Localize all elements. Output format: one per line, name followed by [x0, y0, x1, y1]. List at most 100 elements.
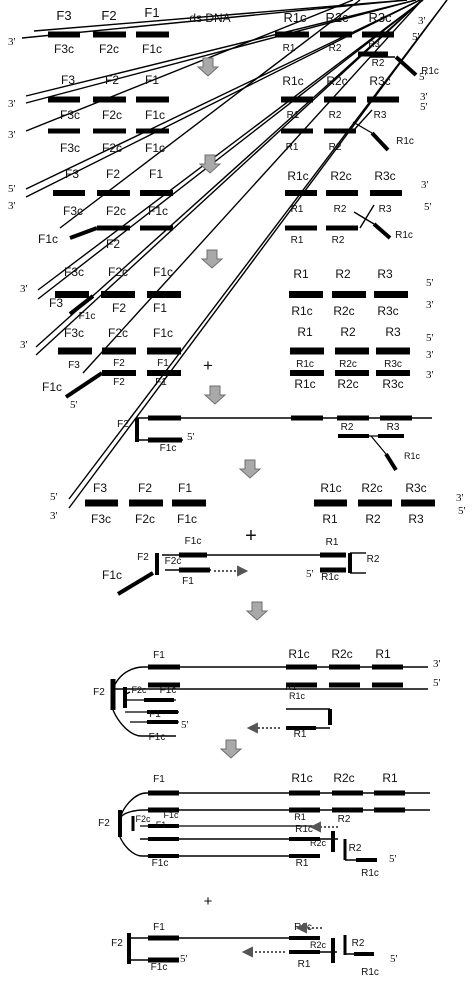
region-label: R1c: [361, 868, 379, 879]
region-label: F3c: [64, 265, 84, 279]
primer-region-block: [179, 552, 207, 558]
five-prime-end-label: 5': [426, 277, 434, 289]
region-label: F2: [113, 377, 125, 388]
region-label: R1c: [295, 824, 313, 835]
primer-region-block: [53, 190, 85, 196]
region-label: F1c: [160, 685, 177, 696]
primer-region-block: [290, 370, 324, 376]
region-label: F3: [61, 73, 75, 87]
primer-region-block: [286, 664, 317, 670]
three-prime-end-label: 3': [418, 15, 426, 27]
primer-region-block: [370, 190, 402, 196]
primer-region-block: [320, 31, 352, 38]
primer-region-block: [97, 225, 130, 231]
primer-region-block: [148, 664, 180, 670]
dna-strand-line: [37, 0, 424, 291]
loop-stem-block: [331, 938, 335, 963]
region-label: R1c: [421, 66, 439, 77]
region-label: F1c: [149, 732, 166, 743]
dna-strand-line: [25, 0, 354, 132]
step-down-arrow: [245, 601, 269, 621]
primer-region-block: [136, 96, 169, 103]
primer-region-block: [101, 291, 135, 298]
plus-sign: +: [204, 893, 213, 910]
region-label: F3c: [64, 326, 84, 340]
region-label: F2: [101, 8, 116, 23]
dna-strand-line: [25, 0, 421, 198]
primer-region-block: [291, 415, 323, 421]
loop-stem-block: [328, 709, 332, 725]
three-prime-end-label: 3': [20, 283, 28, 295]
primer-region-block: [281, 96, 313, 103]
primer-region-block: [372, 664, 403, 670]
region-label: F2: [106, 237, 120, 251]
region-label: R3c: [369, 74, 390, 88]
primer-region-block: [97, 190, 130, 196]
three-prime-end-label: 3': [8, 129, 16, 141]
primer-region-block: [147, 291, 181, 298]
dna-strand-line: [370, 435, 387, 455]
region-label: R3c: [374, 169, 395, 183]
primer-region-block: [332, 291, 366, 298]
region-label: F3c: [63, 204, 83, 218]
dna-strand-line: [372, 222, 392, 240]
primer-region-block: [337, 415, 369, 421]
five-prime-end-label: 5': [390, 953, 398, 965]
step-down-arrow: [198, 154, 222, 174]
region-label: R3c: [377, 304, 398, 318]
region-label: R1c: [287, 169, 308, 183]
region-label: R3c: [382, 377, 403, 391]
region-label: R1: [296, 858, 309, 869]
loop-stem-block: [348, 553, 352, 573]
primer-region-block: [376, 347, 410, 355]
region-label: F1c: [145, 141, 165, 155]
five-prime-end-label: 5': [458, 505, 466, 517]
region-label: R3: [387, 422, 400, 433]
primer-region-block: [140, 190, 173, 196]
five-prime-end-label: 5': [419, 71, 427, 83]
region-label: R1: [322, 512, 338, 526]
region-label: F1c: [79, 311, 96, 322]
region-label: F2c: [99, 42, 119, 56]
primer-region-block: [148, 807, 179, 813]
primer-region-block: [367, 96, 399, 103]
primer-region-block: [372, 682, 403, 688]
dna-strand-path: [112, 709, 176, 737]
dna-strand-line: [69, 226, 98, 240]
region-label: F1c: [163, 810, 179, 820]
primer-region-block: [289, 950, 320, 954]
region-label: R2c: [333, 304, 354, 318]
region-label: R1c: [291, 304, 312, 318]
region-label: F2c: [135, 512, 155, 526]
region-label: F2: [112, 301, 126, 315]
region-label: F1c: [177, 512, 197, 526]
region-label: F1c: [102, 568, 122, 582]
region-label: R3: [408, 512, 424, 526]
primer-region-block: [85, 499, 118, 507]
region-label: R2: [329, 43, 342, 54]
primer-region-block: [378, 434, 404, 438]
region-label: F2: [105, 73, 119, 87]
dna-strand-line: [353, 211, 375, 225]
primer-region-block: [48, 96, 80, 103]
region-label: R1: [291, 204, 304, 215]
region-label: F2: [137, 552, 149, 563]
region-label: R1: [293, 267, 309, 281]
region-label: F1: [153, 922, 165, 933]
primer-region-block: [286, 726, 316, 730]
region-label: R3c: [384, 359, 402, 370]
region-label: R1: [298, 959, 311, 970]
region-label: F1c: [148, 204, 168, 218]
primer-region-block: [286, 682, 317, 688]
region-label: R1c: [396, 136, 414, 147]
region-label: F3: [56, 8, 71, 23]
five-prime-end-label: 5': [187, 431, 195, 443]
primer-region-block: [290, 347, 324, 355]
region-label: R3c: [368, 10, 392, 25]
region-label: R2c: [331, 647, 352, 661]
primer-region-block: [324, 96, 356, 103]
dna-strand-line: [68, 0, 448, 509]
region-label: R1c: [321, 572, 339, 583]
primer-region-block: [285, 225, 317, 231]
five-prime-end-label: 5': [50, 491, 58, 503]
